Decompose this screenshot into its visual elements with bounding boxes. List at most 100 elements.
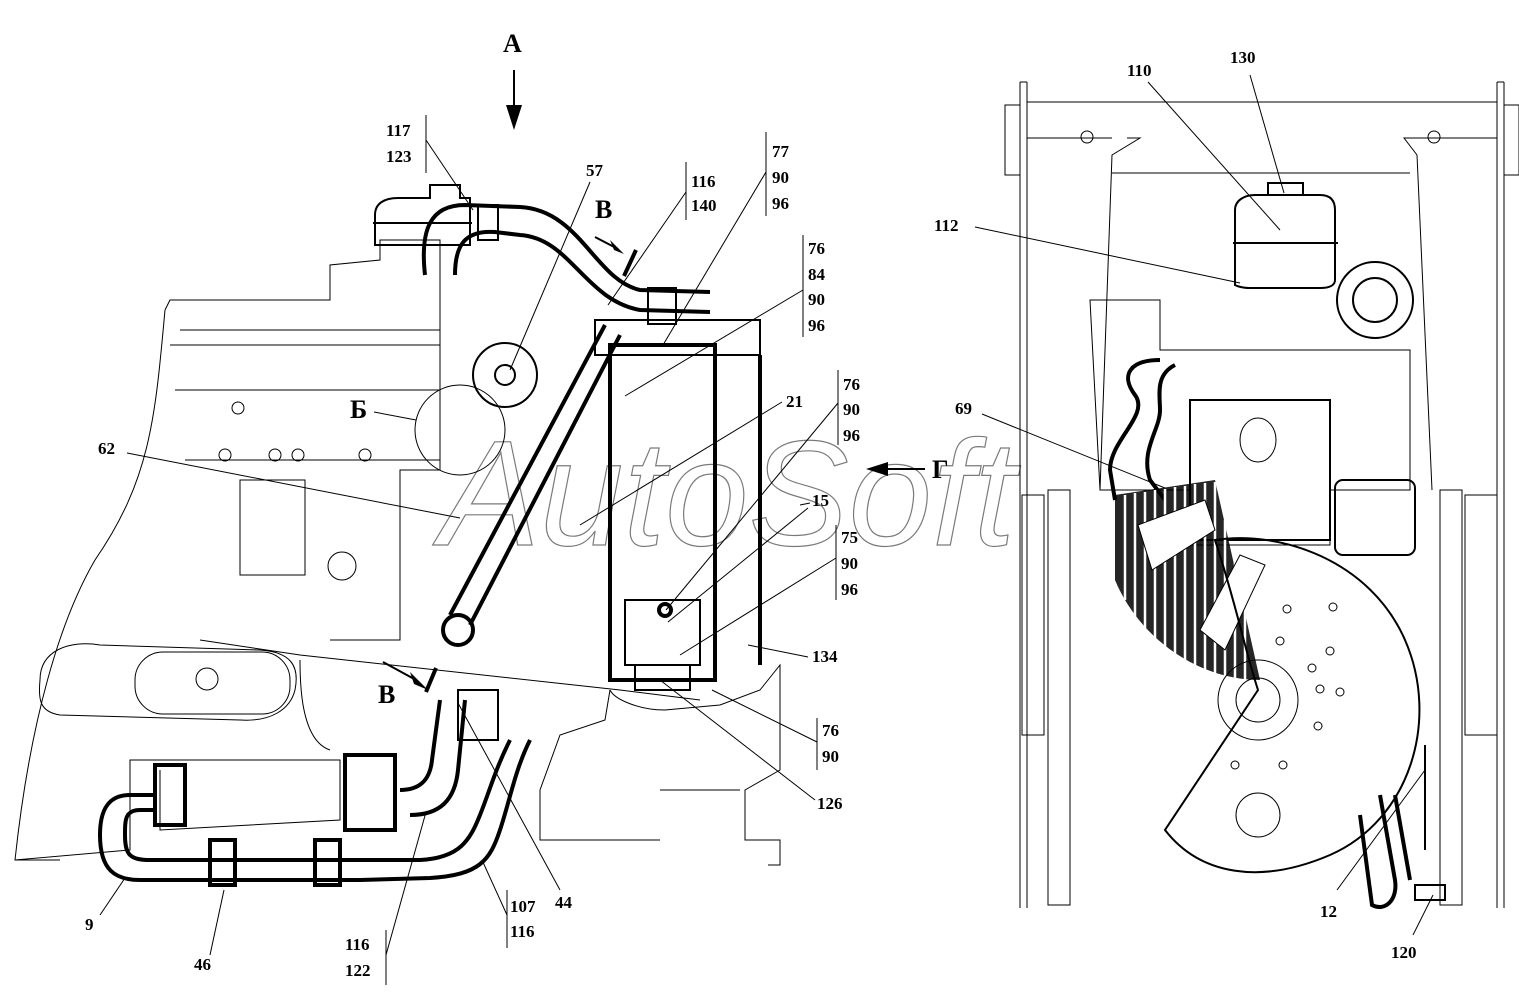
leader-line [425, 139, 474, 211]
section-line-b-bottom [424, 667, 438, 693]
bolt [231, 401, 245, 415]
drain-valve [657, 602, 673, 618]
hose-clamp [477, 204, 499, 241]
callout-label: 75 [841, 528, 858, 547]
callout-label: 62 [98, 439, 115, 458]
engine-block [164, 239, 441, 641]
callout-label: 112 [934, 216, 959, 235]
callout-label: 77 [772, 142, 790, 161]
callout-label: 9 [85, 915, 94, 934]
turbo-housing [1336, 261, 1414, 339]
leader-line [665, 402, 839, 611]
expansion-tank [373, 184, 472, 246]
callout-label: 123 [386, 147, 412, 166]
arrow-a-head [506, 105, 522, 130]
frame-slot [134, 651, 291, 715]
view-marker-a: А [503, 29, 522, 58]
callout-label: 116 [345, 935, 370, 954]
callout-label: 130 [1230, 48, 1256, 67]
flywheel-housing [1163, 537, 1421, 874]
heater-bracket [153, 763, 187, 827]
callout-label: 84 [808, 265, 826, 284]
view-marker-be: Б [350, 395, 367, 424]
view-arrows-left: А В В Б Г [350, 29, 949, 709]
lower-pipe-inner [122, 739, 512, 862]
callout-label: 120 [1391, 943, 1417, 962]
frame-tab [1503, 104, 1519, 176]
leader-line [579, 401, 783, 526]
section-line-b-top [622, 249, 638, 277]
right-view [1004, 81, 1519, 909]
pipe-clip [313, 838, 342, 887]
callout-label: 57 [586, 161, 604, 180]
callout-label: 107 [510, 897, 536, 916]
frame-lower-cutout [38, 643, 331, 751]
callout-label: 44 [555, 893, 573, 912]
radiator-core [608, 343, 717, 682]
tension-rod [448, 324, 622, 626]
callout-label: 140 [691, 196, 717, 215]
leader-line [481, 859, 508, 916]
callout-label: 12 [1320, 902, 1337, 921]
drain-pipe [1358, 794, 1412, 909]
view-marker-g: Г [932, 455, 949, 484]
frame-tab [1004, 104, 1021, 176]
callout-label: 90 [772, 168, 789, 187]
callout-label: 21 [786, 392, 803, 411]
callout-label: 96 [843, 426, 860, 445]
callout-label: 116 [510, 922, 535, 941]
callout-label: 96 [841, 580, 858, 599]
watermark: AutoSoft [432, 409, 1021, 577]
view-marker-b-top: В [595, 195, 612, 224]
leader-line [385, 811, 427, 956]
arrow-b-top-head [610, 240, 624, 254]
callout-label: 116 [691, 172, 716, 191]
bolt [358, 448, 372, 462]
leader-line [1147, 81, 1281, 231]
fan-blade [1137, 499, 1216, 571]
callout-label: 90 [843, 400, 860, 419]
expansion-tank-right [1233, 182, 1338, 289]
leader-line [747, 644, 809, 658]
drain-plug [327, 551, 357, 581]
callout-label: 96 [808, 316, 825, 335]
radiator [594, 319, 762, 691]
gasket-flange [1239, 417, 1277, 463]
left-view [14, 184, 781, 887]
frame-hole [195, 667, 219, 691]
callout-label: 46 [194, 955, 211, 974]
side-rail-left [1021, 494, 1045, 736]
leader-be [373, 411, 417, 421]
frame-hole [1427, 130, 1441, 144]
leader-line [1412, 894, 1434, 936]
callout-label: 126 [817, 794, 843, 813]
bolt [218, 448, 232, 462]
bolt [291, 448, 305, 462]
crank-pulley [1217, 659, 1299, 741]
leader-line [126, 452, 461, 519]
callout-label: 90 [822, 747, 839, 766]
view-marker-b-bottom: В [378, 680, 395, 709]
arrow-b-bottom-shaft [382, 661, 417, 681]
frame-side-plate [14, 309, 701, 861]
callouts-left: 117 123 57 116 140 77 90 96 76 84 90 96 … [85, 115, 860, 985]
leader-line [667, 507, 809, 623]
leader-line [509, 181, 591, 371]
side-rail-right-inner [1439, 489, 1463, 906]
callout-label: 69 [955, 399, 972, 418]
leader-line [974, 226, 1241, 284]
leader-line [1249, 74, 1285, 194]
flywheel-bolt-holes [1230, 602, 1345, 770]
hose-clamp [647, 287, 677, 325]
callout-label: 90 [841, 554, 858, 573]
leader-line [981, 413, 1166, 489]
coolant-hose-69 [1107, 358, 1177, 502]
arrow-b-bottom-head [410, 672, 428, 690]
leader-line [679, 557, 837, 656]
turbo-inlet [1352, 277, 1398, 323]
leader-line [209, 889, 225, 956]
oil-filter [239, 479, 306, 576]
leader-line [624, 289, 804, 397]
pulley-hub [494, 364, 516, 386]
